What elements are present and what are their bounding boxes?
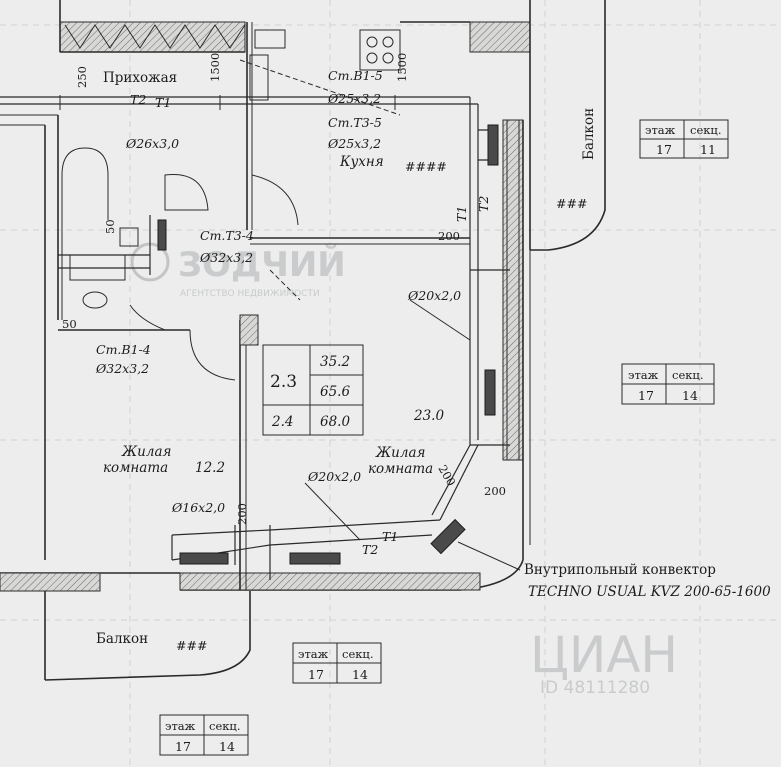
stamp-bottom-left: этаж секц. 17 14 [159,714,249,756]
watermark-cian-id: ID 48111280 [540,678,650,698]
pipe-t1-right: T1 [454,206,469,222]
pipe-bottom-size: Ø20x2,0 [307,469,361,484]
radiators [157,124,499,565]
riser-t3-4: Ст.Т3-4 [200,228,254,243]
stamp-bottom-mid: этаж секц. 17 14 [292,642,382,684]
convector-unit [430,518,466,555]
dim-200-b: 200 [235,503,249,525]
riser-t3-5: Ст.Т3-5 [328,115,382,130]
stamp-2-section-label: секц. [672,368,704,382]
area-table: 2.3 35.2 65.6 2.4 68.0 [262,344,364,436]
room-balcony-bottom: Балкон [96,631,148,647]
room-living-right-line1: Жилая [375,445,425,461]
stamp-right-top: этаж секц. 17 11 [639,119,729,159]
convector-line1: Внутрипольный конвектор [524,562,716,578]
stamp-2-section: 14 [682,388,698,403]
room-living-left-line1: Жилая [121,444,171,460]
zodchiy-watermark: ЗОДЧИЙ АГЕНТСТВО НЕДВИЖИМОСТИ [130,242,346,299]
stamp-4-floor-label: этаж [165,719,196,733]
watermark-brand-sub: АГЕНТСТВО НЕДВИЖИМОСТИ [180,289,320,299]
room-balcony-right: Балкон [581,108,597,160]
stamp-3-floor-label: этаж [298,647,329,661]
radiator-bottom-mid [289,552,341,565]
riser-t3-4-size: Ø32x3,2 [199,250,253,265]
stamp-4-section-label: секц. [209,719,241,733]
pipe-t2-right: T2 [476,196,491,212]
watermark-brand: ЗОДЧИЙ [178,244,346,285]
room-living-left: Жилая комната [103,444,176,476]
kitchen-marks: #### [405,159,447,174]
dim-1500-b: 1500 [395,53,409,82]
stamp-4-floor: 17 [175,739,191,754]
stamp-1-section-label: секц. [690,123,722,137]
radiator-bath [157,219,167,251]
riser-b1-5: Ст.В1-5 [328,68,383,83]
room-living-right: Жилая комната [368,445,433,477]
dim-200-a: 200 [438,229,460,243]
dim-1500-a: 1500 [208,53,222,82]
radiator-right [484,369,496,416]
stamp-1-floor-label: этаж [645,123,676,137]
pipe-t1-bottom: T1 [382,529,398,544]
stamp-2-floor-label: этаж [628,368,659,382]
pipe-t1-top: T1 [155,95,171,110]
labels: Прихожая Кухня #### Балкон ### Балкон ##… [62,53,597,653]
cian-watermark: ЦИАН ID 48111280 [530,626,678,698]
heating-pipes [0,59,510,580]
area-apt-no: 2.3 [270,372,297,392]
room-living-right-line2: комната [368,461,433,477]
stamp-4-section: 14 [219,739,235,754]
convector-callout: Внутрипольный конвектор TECHNO USUAL KVZ… [457,541,771,600]
stamp-1-floor: 17 [656,142,672,157]
watermark-cian: ЦИАН [530,626,678,684]
stamp-1-section: 11 [700,142,716,157]
area-living: 35.2 [320,354,350,370]
pipe-main-size: Ø26x3,0 [125,136,179,151]
walls [0,0,606,681]
radiator-kitchen [487,124,499,166]
room-kitchen: Кухня [339,154,384,170]
room-living-left-area: 12.2 [195,460,225,476]
riser-b1-4-size: Ø32x3,2 [95,361,149,376]
riser-b1-4: Ст.В1-4 [96,342,151,357]
stamp-right-mid: этаж секц. 17 14 [621,363,715,405]
balcony-right-marks: ### [556,196,587,211]
pipe-t2-bottom: T2 [362,542,378,557]
dim-200-c: 200 [435,463,458,489]
stamp-3-section: 14 [352,667,368,682]
area-total-balcony: 68.0 [320,414,350,430]
dim-50-a: 50 [103,219,117,234]
balcony-bottom-marks: ### [176,638,207,653]
pipe-right-size: Ø20x2,0 [407,288,461,303]
riser-t3-5-size: Ø25x3,2 [327,136,381,151]
stamp-3-section-label: секц. [342,647,374,661]
convector-line2: TECHNO USUAL KVZ 200-65-1600 [528,584,771,600]
area-total: 65.6 [320,384,350,400]
riser-b1-5-size: Ø25x3,2 [327,91,381,106]
pipe-t2-top: T2 [130,92,146,107]
stamp-3-floor: 17 [308,667,324,682]
room-hallway: Прихожая [103,70,177,86]
radiator-bottom-left [179,552,229,565]
room-living-left-line2: комната [103,460,168,476]
stamp-2-floor: 17 [638,388,654,403]
dim-200-d: 200 [484,484,506,498]
room-living-right-area: 23.0 [413,408,444,424]
area-coef: 2.4 [271,414,293,430]
dim-50-b: 50 [62,317,77,331]
pipe-left-size: Ø16x2,0 [171,500,225,515]
dim-250: 250 [75,66,89,88]
